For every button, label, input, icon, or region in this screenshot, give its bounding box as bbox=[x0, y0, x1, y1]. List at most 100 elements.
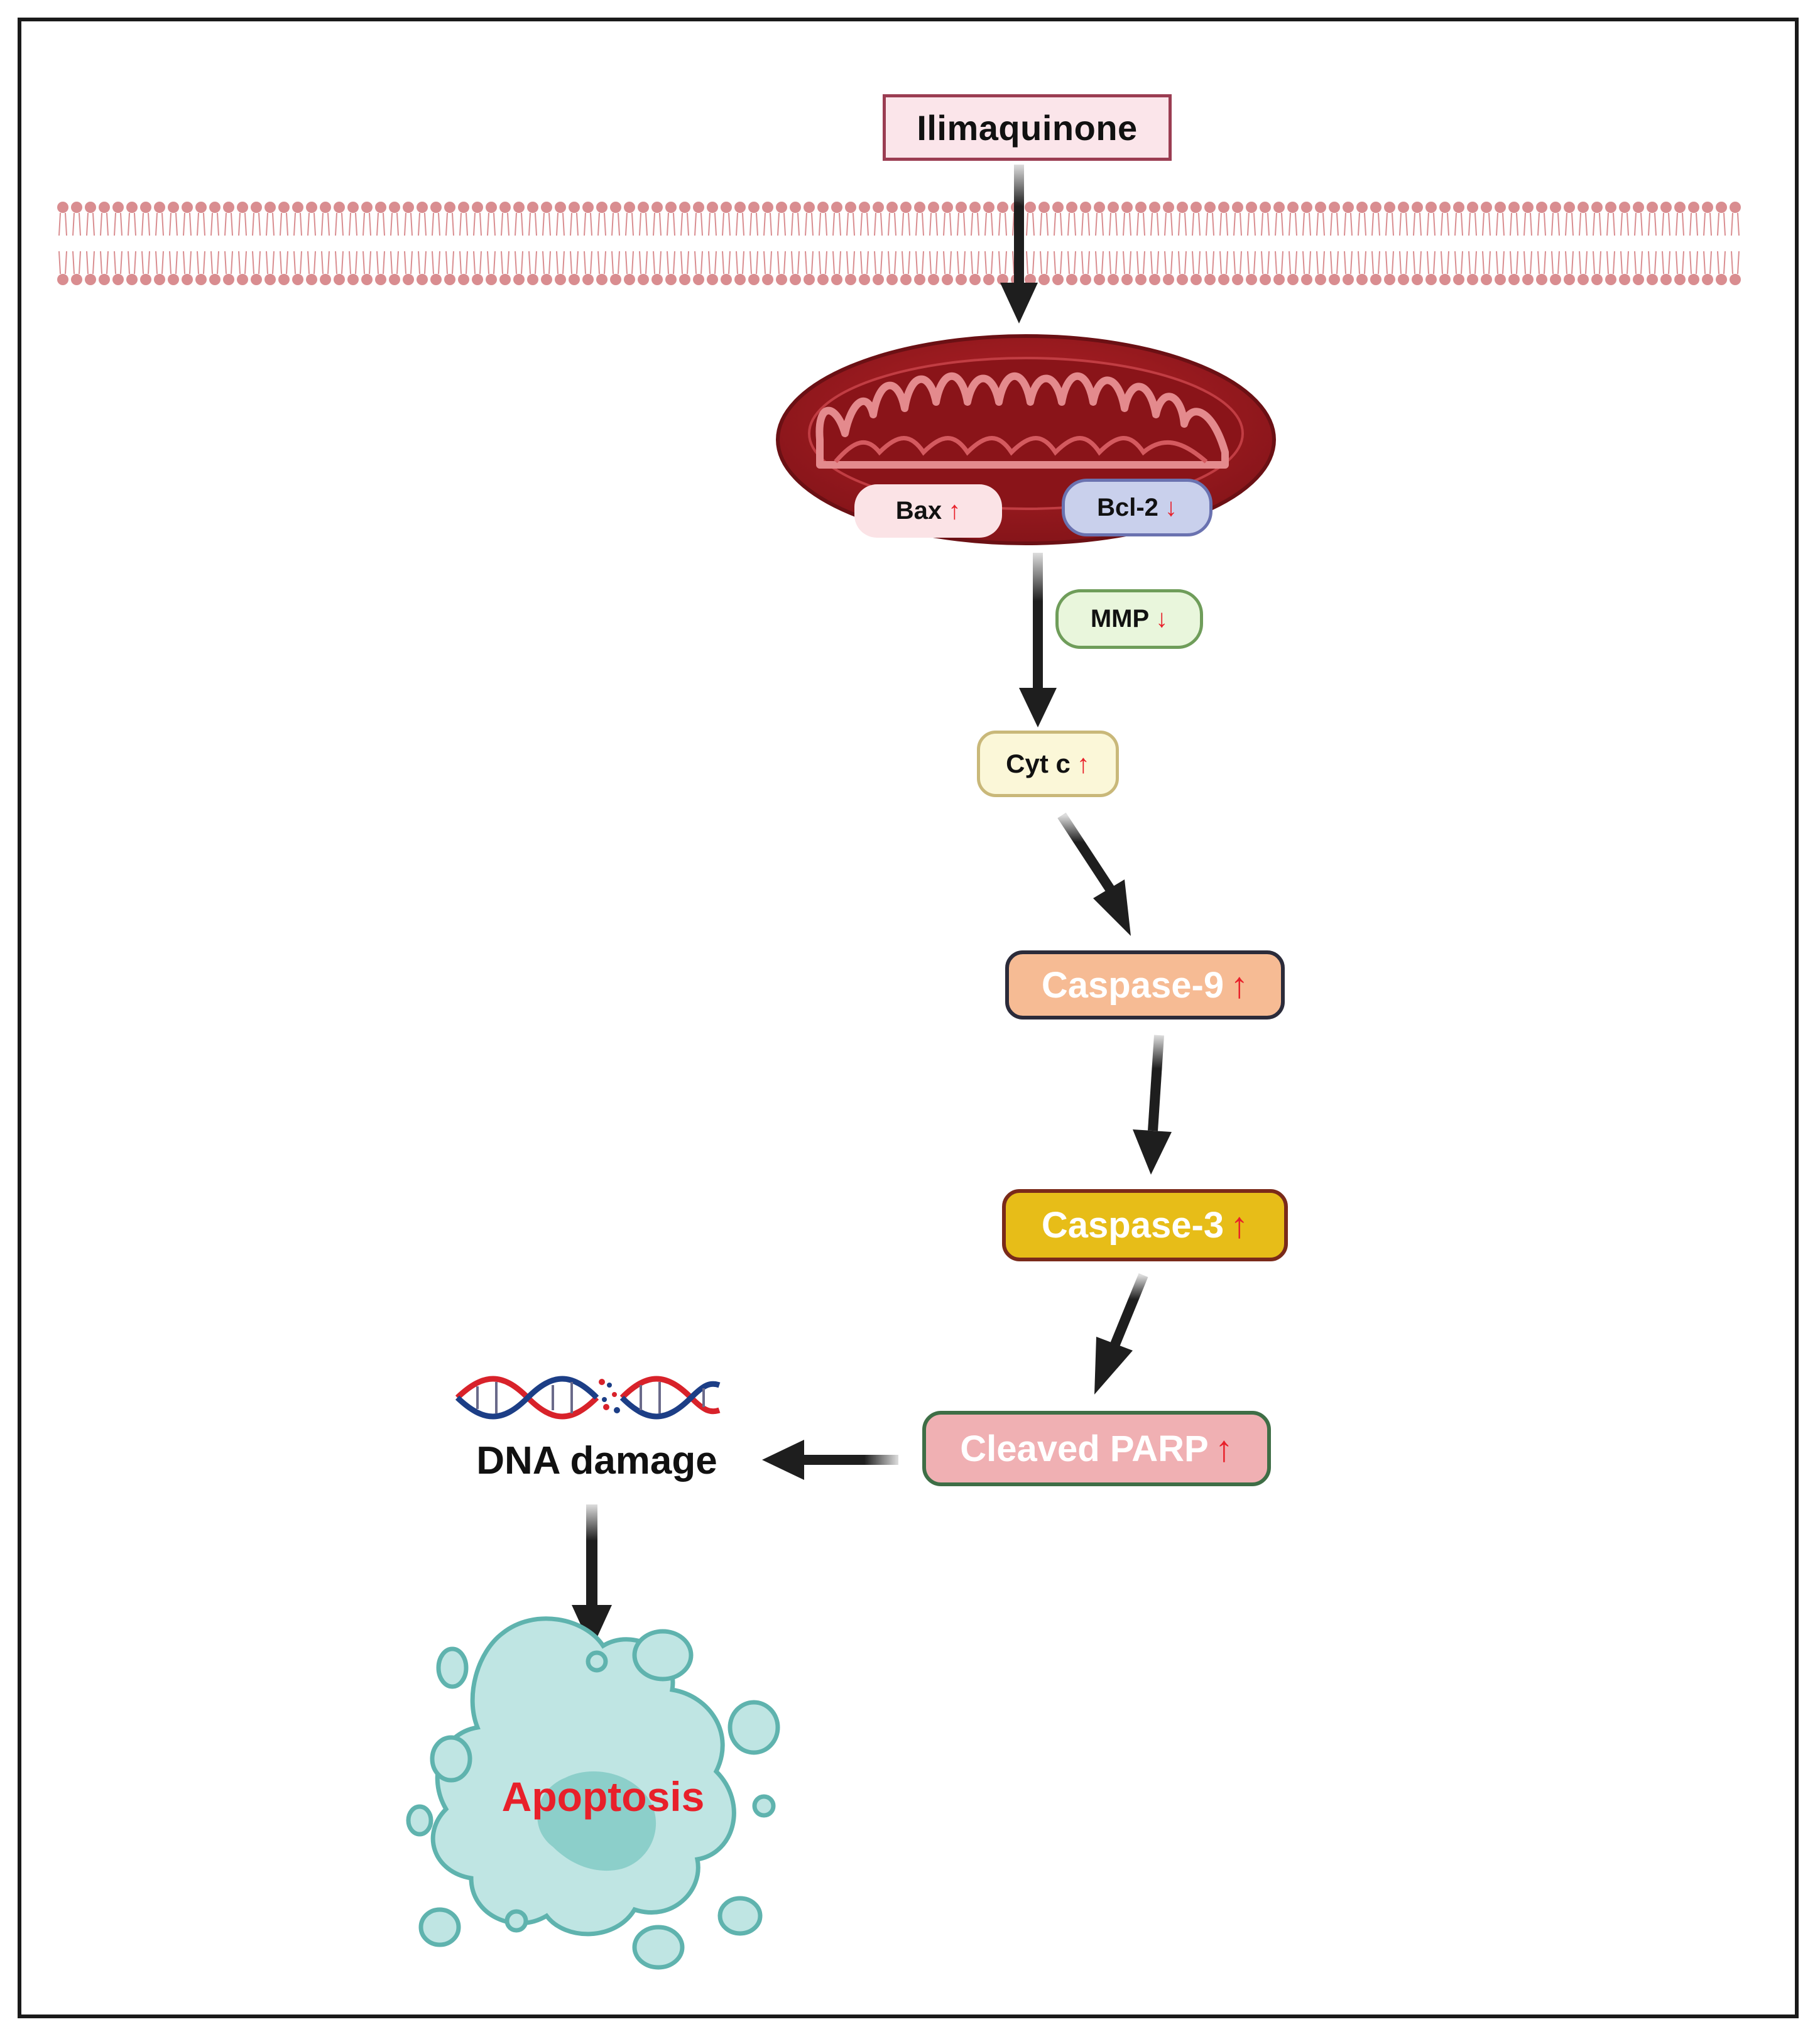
lipid-tail bbox=[653, 251, 662, 275]
lipid-tail bbox=[1413, 251, 1422, 275]
lipid-head bbox=[85, 274, 96, 285]
lipid-head bbox=[1508, 202, 1520, 213]
lipid-tail bbox=[1371, 251, 1380, 275]
lipid-tail bbox=[224, 212, 233, 236]
lipid-tail bbox=[1717, 212, 1726, 236]
lipid-tail bbox=[432, 212, 440, 236]
up-arrow-icon: ↑ bbox=[1230, 964, 1249, 1006]
lipid-head bbox=[1716, 202, 1727, 213]
lipid-head bbox=[886, 274, 898, 285]
lipid-tail bbox=[777, 212, 786, 236]
lipid-tail bbox=[570, 251, 579, 275]
lipid-tail bbox=[1468, 212, 1477, 236]
lipid-tail bbox=[929, 212, 938, 236]
lipid-tail bbox=[902, 251, 910, 275]
lipid-head bbox=[1080, 202, 1091, 213]
lipid-tail bbox=[1040, 212, 1049, 236]
lipid-head bbox=[472, 274, 483, 285]
lipid-tail bbox=[473, 212, 482, 236]
lipid-head bbox=[209, 202, 221, 213]
lipid-tail bbox=[832, 251, 841, 275]
lipid-tail bbox=[155, 251, 164, 275]
lipid-tail bbox=[929, 251, 938, 275]
lipid-tail bbox=[846, 251, 855, 275]
lipid-head bbox=[306, 202, 317, 213]
lipid-head bbox=[1384, 202, 1395, 213]
lipid-tail bbox=[1026, 212, 1035, 236]
marker-bax: Bax ↑ bbox=[854, 484, 1002, 538]
lipid-head bbox=[900, 274, 912, 285]
lipid-tail bbox=[902, 212, 910, 236]
lipid-tail bbox=[957, 251, 966, 275]
lipid-tail bbox=[1441, 212, 1449, 236]
lipid-tail bbox=[58, 251, 67, 275]
lipid-head bbox=[1453, 274, 1464, 285]
lipid-tail bbox=[1247, 212, 1256, 236]
lipid-head bbox=[99, 274, 110, 285]
lipid-head bbox=[859, 202, 870, 213]
lipid-tail bbox=[307, 212, 316, 236]
lipid-tail bbox=[984, 251, 993, 275]
lipid-tail bbox=[1662, 212, 1670, 236]
lipid-head bbox=[527, 202, 538, 213]
caspase3-label: Caspase-3 bbox=[1041, 1205, 1224, 1246]
lipid-head bbox=[389, 202, 400, 213]
lipid-tail bbox=[155, 212, 164, 236]
lipid-tail bbox=[943, 251, 952, 275]
lipid-tail bbox=[100, 251, 109, 275]
lipid-head bbox=[444, 202, 455, 213]
lipid-head bbox=[1660, 274, 1672, 285]
lipid-tail bbox=[722, 251, 731, 275]
bcl2-label: Bcl-2 bbox=[1097, 493, 1158, 521]
parp-label: Cleaved PARP bbox=[960, 1428, 1209, 1469]
lipid-head bbox=[1163, 274, 1174, 285]
lipid-tail bbox=[791, 212, 800, 236]
lipid-head bbox=[1177, 274, 1188, 285]
lipid-head bbox=[1688, 202, 1699, 213]
lipid-tail bbox=[418, 251, 427, 275]
arrow-casp3-to-parp bbox=[1094, 1273, 1148, 1395]
lipid-head bbox=[721, 202, 732, 213]
lipid-head bbox=[734, 202, 746, 213]
lipid-tail bbox=[528, 212, 537, 236]
lipid-tail bbox=[349, 212, 357, 236]
lipid-head bbox=[499, 202, 511, 213]
lipid-tail bbox=[597, 212, 606, 236]
lipid-tail bbox=[1302, 251, 1311, 275]
down-arrow-icon: ↓ bbox=[1155, 605, 1169, 633]
lipid-head bbox=[1343, 202, 1354, 213]
lipid-head bbox=[1550, 274, 1561, 285]
lipid-head bbox=[1301, 274, 1312, 285]
apoptosis-label: Apoptosis bbox=[501, 1773, 705, 1820]
lipid-head bbox=[1467, 202, 1478, 213]
lipid-head bbox=[1495, 202, 1506, 213]
lipid-head bbox=[292, 274, 303, 285]
arrow-mito-to-cytc bbox=[1019, 553, 1057, 727]
lipid-head bbox=[458, 274, 469, 285]
lipid-head bbox=[1163, 202, 1174, 213]
drug-label: Ilimaquinone bbox=[917, 107, 1138, 148]
lipid-tail bbox=[432, 251, 440, 275]
lipid-head bbox=[486, 274, 497, 285]
lipid-head bbox=[679, 274, 690, 285]
lipid-head bbox=[1052, 202, 1064, 213]
lipid-head bbox=[541, 202, 552, 213]
lipid-tail bbox=[128, 212, 136, 236]
lipid-head bbox=[1246, 202, 1257, 213]
lipid-tail bbox=[1289, 251, 1297, 275]
lipid-tail bbox=[1676, 251, 1684, 275]
arrow-casp9-to-casp3 bbox=[1133, 1035, 1172, 1175]
lipid-head bbox=[624, 202, 635, 213]
lipid-tail bbox=[280, 251, 288, 275]
lipid-head bbox=[873, 202, 884, 213]
lipid-head bbox=[1121, 202, 1133, 213]
lipid-tail bbox=[224, 251, 233, 275]
lipid-tail bbox=[293, 212, 302, 236]
lipid-tail bbox=[1703, 251, 1712, 275]
lipid-tail bbox=[1482, 251, 1491, 275]
lipid-tail bbox=[515, 251, 523, 275]
lipid-head bbox=[928, 274, 939, 285]
drug-box-ilimaquinone: Ilimaquinone bbox=[883, 94, 1172, 161]
lipid-tail bbox=[1399, 212, 1408, 236]
